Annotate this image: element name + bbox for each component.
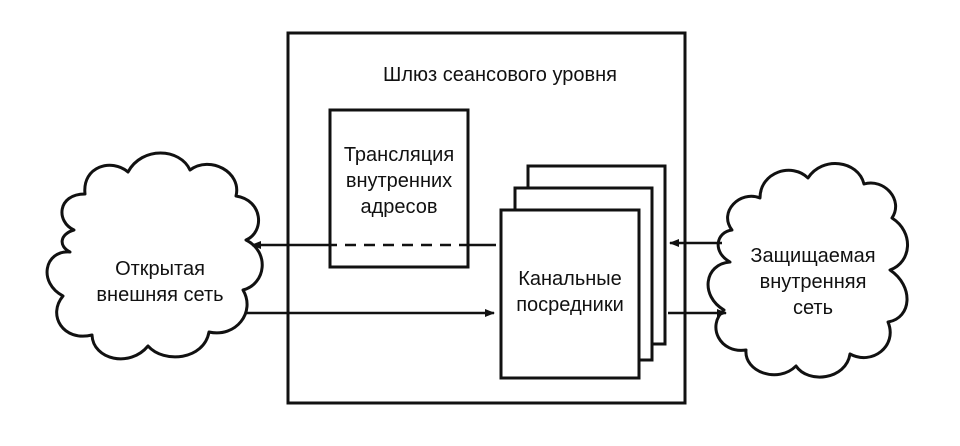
- translation-label-line3: адресов: [360, 196, 438, 218]
- translation-box: [328, 108, 470, 269]
- gateway-title: Шлюз сеансового уровня: [383, 64, 617, 86]
- external-network-label-line2: внешняя сеть: [96, 284, 224, 306]
- proxy-box-front: [499, 208, 641, 380]
- internal-network-label-line1: Защищаемая: [750, 245, 876, 267]
- proxies-label-line1: Канальные: [518, 268, 622, 290]
- internal-network-label-line2: внутренняя: [759, 271, 867, 293]
- external-network-cloud: [45, 151, 264, 361]
- internal-network-label-line3: сеть: [792, 297, 834, 319]
- translation-label-line2: внутренних: [345, 170, 453, 192]
- external-network-label-line1: Открытая: [115, 258, 205, 280]
- translation-label-line1: Трансляция: [343, 144, 455, 166]
- proxies-label-line2: посредники: [516, 294, 624, 316]
